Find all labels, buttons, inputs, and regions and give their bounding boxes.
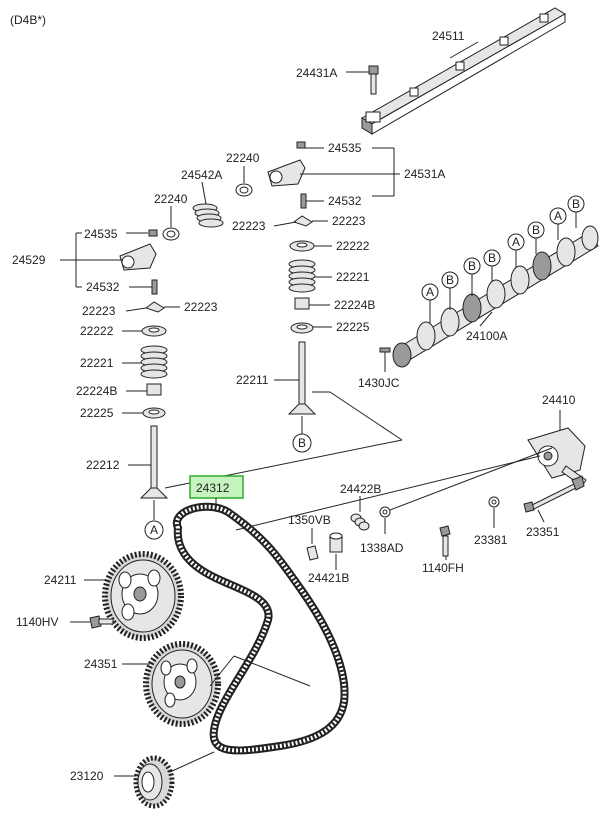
label-24531a: 24531A xyxy=(404,167,445,181)
label-22221-left: 22221 xyxy=(80,356,114,370)
bolt-24431a[interactable] xyxy=(368,65,379,95)
label-22222-top: 22222 xyxy=(336,239,370,253)
label-24312: 24312 xyxy=(196,481,230,495)
label-24211: 24211 xyxy=(44,573,77,587)
label-22224b-left: 22224B xyxy=(76,384,117,398)
label-22223-left: 22223 xyxy=(82,304,116,318)
label-24535-top: 24535 xyxy=(328,141,362,155)
retainer-22223-left[interactable] xyxy=(144,301,165,313)
label-22212: 22212 xyxy=(86,458,120,472)
spring-24542a[interactable] xyxy=(192,203,224,228)
valve-seal-left[interactable] xyxy=(146,383,162,396)
bolt-1140hv[interactable] xyxy=(89,615,114,629)
svg-text:A: A xyxy=(426,285,434,299)
label-24532-left: 24532 xyxy=(86,280,120,294)
rocker-arm-upper[interactable] xyxy=(267,141,306,187)
camshaft-24100a[interactable] xyxy=(392,225,599,368)
model-tag: (D4B*) xyxy=(10,13,46,27)
spring-24422b[interactable] xyxy=(350,513,370,531)
label-24511: 24511 xyxy=(432,29,465,43)
ref-b-valve: B xyxy=(298,436,306,450)
idler-pulley-24351[interactable] xyxy=(143,641,221,727)
label-1140fh: 1140FH xyxy=(422,561,464,575)
rocker-arm-left[interactable] xyxy=(119,229,158,271)
label-22223-left-b: 22223 xyxy=(184,300,218,314)
retainer-22222-top[interactable] xyxy=(292,215,313,227)
label-22240-left: 22240 xyxy=(154,192,188,206)
label-23351: 23351 xyxy=(526,525,560,539)
ref-a-valve: A xyxy=(150,523,158,537)
label-22223-top-b: 22223 xyxy=(232,219,266,233)
adjust-screw-upper[interactable] xyxy=(300,193,307,209)
svg-text:A: A xyxy=(512,235,520,249)
ref-circle-a-valve xyxy=(144,520,164,540)
label-22225-top: 22225 xyxy=(336,320,370,334)
rocker-shaft[interactable] xyxy=(361,7,566,135)
label-24535-left: 24535 xyxy=(84,227,118,241)
crank-sprocket-23120[interactable] xyxy=(133,755,175,809)
valve-spring-left[interactable] xyxy=(140,345,168,379)
timing-belt-24312[interactable] xyxy=(172,502,349,755)
svg-text:B: B xyxy=(532,223,540,237)
label-24529: 24529 xyxy=(12,253,46,267)
cam-lobe-refs: A B B B A B A B xyxy=(421,195,585,324)
label-1140hv: 1140HV xyxy=(16,615,58,629)
label-24542a: 24542A xyxy=(181,168,222,182)
label-22221-top: 22221 xyxy=(336,270,370,284)
valve-22212[interactable] xyxy=(139,425,169,499)
label-22222-left: 22222 xyxy=(80,324,114,338)
pin-1430jc[interactable] xyxy=(379,347,391,353)
label-22223-top: 22223 xyxy=(332,214,366,228)
label-24421b: 24421B xyxy=(308,571,349,585)
sleeve-24421b[interactable] xyxy=(329,532,343,553)
svg-text:B: B xyxy=(488,251,496,265)
valve-22211[interactable] xyxy=(287,341,317,415)
label-24431a: 24431A xyxy=(296,66,337,80)
label-24351: 24351 xyxy=(84,657,118,671)
label-22211: 22211 xyxy=(236,373,269,387)
svg-text:B: B xyxy=(572,197,580,211)
label-24422b: 24422B xyxy=(340,482,381,496)
valve-spring-upper[interactable] xyxy=(288,259,316,293)
adjust-screw-left[interactable] xyxy=(151,279,158,295)
label-22225-left: 22225 xyxy=(80,406,114,420)
label-1350vb: 1350VB xyxy=(288,513,331,527)
valve-seal-upper[interactable] xyxy=(294,297,310,310)
label-24532-top: 24532 xyxy=(328,194,362,208)
svg-text:B: B xyxy=(468,259,476,273)
svg-text:B: B xyxy=(446,273,454,287)
label-23120: 23120 xyxy=(70,769,104,783)
label-23381: 23381 xyxy=(474,533,508,547)
label-1430jc: 1430JC xyxy=(358,376,400,390)
svg-text:A: A xyxy=(554,209,562,223)
label-1338ad: 1338AD xyxy=(360,541,404,555)
ref-circle-b-valve xyxy=(292,433,312,453)
bolt-23351[interactable] xyxy=(523,475,585,513)
label-24100a: 24100A xyxy=(466,329,507,343)
bolt-1350vb[interactable] xyxy=(306,545,319,561)
label-22224b-top: 22224B xyxy=(334,298,375,312)
bolt-1140fh[interactable] xyxy=(439,525,451,557)
label-22240-top: 22240 xyxy=(226,151,260,165)
label-24410: 24410 xyxy=(542,393,576,407)
camshaft-sprocket-24211[interactable] xyxy=(102,551,184,641)
